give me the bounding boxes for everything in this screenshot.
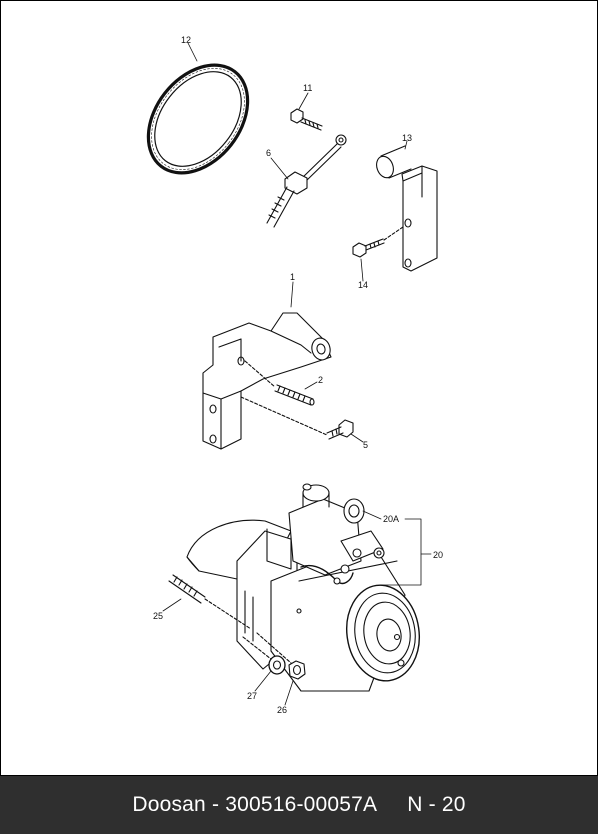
bracket-part-1 xyxy=(202,312,332,450)
callout-27: 27 xyxy=(247,691,257,701)
bolt-part-14 xyxy=(352,226,404,258)
starter-motor-part-20 xyxy=(186,483,420,692)
stud-part-25 xyxy=(168,574,252,630)
footer-bar: Doosan - 300516-00057A N - 20 xyxy=(0,776,598,834)
stud-part-2 xyxy=(244,360,315,406)
callout-11: 11 xyxy=(303,83,312,93)
bolt-part-11 xyxy=(290,108,323,131)
callout-26: 26 xyxy=(277,705,287,715)
callout-1: 1 xyxy=(290,272,295,282)
leader-lines xyxy=(162,42,432,706)
callout-20: 20 xyxy=(433,550,443,560)
callout-2: 2 xyxy=(318,375,323,385)
bolt-part-5 xyxy=(240,396,354,440)
callout-25: 25 xyxy=(153,611,163,621)
footer-page-number: N - 20 xyxy=(407,793,466,816)
callout-13: 13 xyxy=(402,133,412,143)
nut-part-26 xyxy=(288,660,306,680)
diagram-frame: 12 11 13 6 14 1 2 5 20A 20 25 27 26 xyxy=(0,0,598,776)
callout-6: 6 xyxy=(266,148,271,158)
callout-14: 14 xyxy=(358,280,368,290)
adjuster-rod-part-6 xyxy=(266,134,347,228)
washer-part-27 xyxy=(268,655,286,675)
callout-20A: 20A xyxy=(383,514,399,524)
parts-diagram: 12 11 13 6 14 1 2 5 20A 20 25 27 26 xyxy=(146,35,443,715)
callout-5: 5 xyxy=(363,440,368,450)
callout-12: 12 xyxy=(181,35,191,45)
footer-part-number: Doosan - 300516-00057A xyxy=(132,793,378,816)
belt-part-12 xyxy=(146,63,250,175)
bracket-part-13 xyxy=(376,145,438,272)
